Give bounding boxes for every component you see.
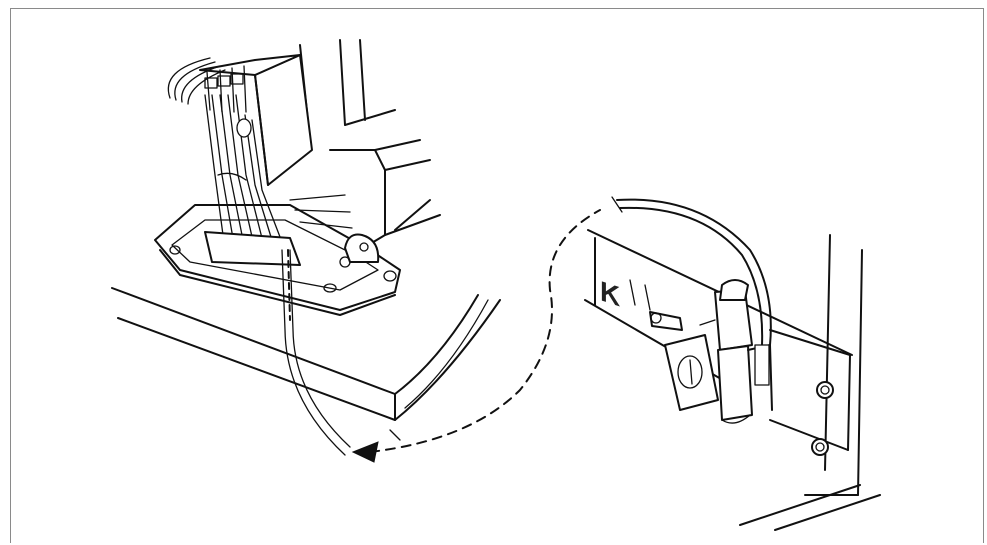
filter-regulator [649, 279, 773, 424]
mounting-bolts [811, 381, 834, 456]
figure-frame [10, 8, 984, 543]
cable-tray [154, 204, 401, 316]
mounting-rail: K [584, 229, 881, 531]
rail-lettering: K [600, 276, 620, 314]
hose-arrow [351, 441, 379, 463]
air-hose [281, 196, 772, 456]
cable-bundle [167, 57, 286, 251]
sewing-table [111, 287, 501, 441]
control-box [199, 54, 313, 186]
